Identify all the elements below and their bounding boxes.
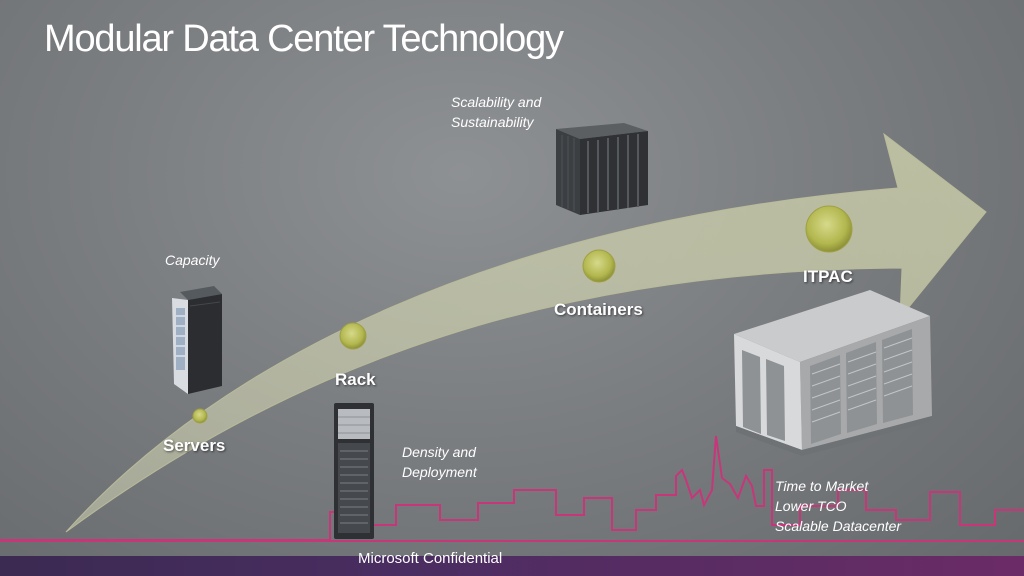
city-skyline	[0, 435, 1024, 541]
slide-title: Modular Data Center Technology	[44, 18, 564, 60]
note-itpac-line-2: Lower TCO	[775, 498, 847, 514]
node-rack	[339, 322, 367, 350]
note-servers: Capacity	[165, 250, 219, 270]
node-itpac	[805, 205, 853, 253]
stage-label-itpac: ITPAC	[803, 267, 853, 286]
node-containers	[582, 249, 616, 283]
footer-bar	[0, 556, 1024, 576]
note-servers-line-1: Capacity	[165, 252, 220, 268]
note-rack-line-1: Density and	[402, 444, 476, 460]
note-itpac-line-1: Time to Market	[775, 478, 869, 494]
shipping-container-icon	[556, 123, 648, 215]
server-rack-icon	[334, 403, 374, 539]
note-itpac-line-3: Scalable Datacenter	[775, 518, 902, 534]
stage-label-rack: Rack	[335, 370, 376, 389]
server-tower-icon	[172, 286, 222, 394]
itpac-module-icon	[734, 290, 932, 456]
note-itpac: Time to Market Lower TCO Scalable Datace…	[775, 476, 901, 536]
progress-arrow	[65, 132, 987, 533]
note-rack: Density and Deployment	[402, 442, 477, 482]
note-containers-line-2: Sustainability	[451, 114, 534, 130]
note-rack-line-2: Deployment	[402, 464, 477, 480]
footer-confidential: Microsoft Confidential	[358, 550, 503, 567]
note-containers-line-1: Scalability and	[451, 94, 542, 110]
note-containers: Scalability and Sustainability	[451, 92, 541, 132]
stage-label-containers: Containers	[554, 300, 643, 319]
node-servers	[192, 408, 208, 424]
stage-label-servers: Servers	[163, 436, 226, 455]
